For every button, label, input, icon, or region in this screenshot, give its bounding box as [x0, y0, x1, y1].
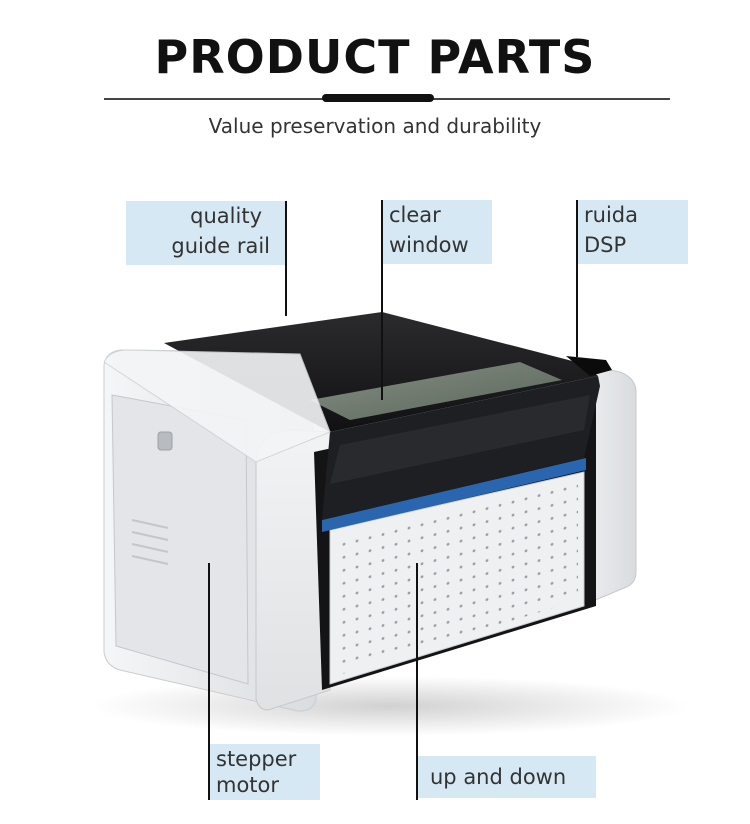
title-rule-accent [322, 94, 434, 102]
callout-guide-rail-line2: guide rail [171, 234, 270, 258]
blue-accent-stripe [322, 458, 586, 532]
clear-window-glass [310, 362, 562, 420]
callout-window-line2: window [389, 233, 469, 257]
callout-updown: up and down [418, 756, 596, 798]
callout-window-line1: clear [389, 203, 441, 227]
callout-stepper-line1: stepper [216, 747, 297, 771]
page-title: PRODUCT PARTS [154, 30, 596, 84]
callout-dsp-line1: ruida [584, 203, 638, 227]
callout-dsp: ruida DSP [578, 200, 688, 264]
leader-stepper [208, 563, 210, 800]
callout-guide-rail-line1: quality [190, 204, 262, 228]
floor-shadow [90, 676, 690, 736]
leader-window [381, 200, 383, 400]
side-vents [131, 519, 169, 565]
side-panel-right [559, 359, 637, 605]
page-subtitle: Value preservation and durability [208, 114, 542, 138]
callout-stepper: stepper motor [210, 744, 320, 800]
callout-guide-rail: quality guide rail [126, 201, 286, 265]
front-door-dots [336, 484, 578, 676]
callout-updown-line1: up and down [430, 765, 567, 789]
callout-window: clear window [383, 200, 492, 264]
side-handle [157, 431, 173, 451]
dsp-panel [566, 356, 612, 376]
leader-dsp [576, 200, 578, 357]
leader-guide-rail [285, 201, 287, 316]
leader-updown [416, 563, 418, 800]
callout-dsp-line2: DSP [584, 233, 627, 257]
top-rim-left [103, 349, 331, 463]
lid-reflection [330, 395, 590, 484]
callout-stepper-line2: motor [216, 773, 280, 797]
